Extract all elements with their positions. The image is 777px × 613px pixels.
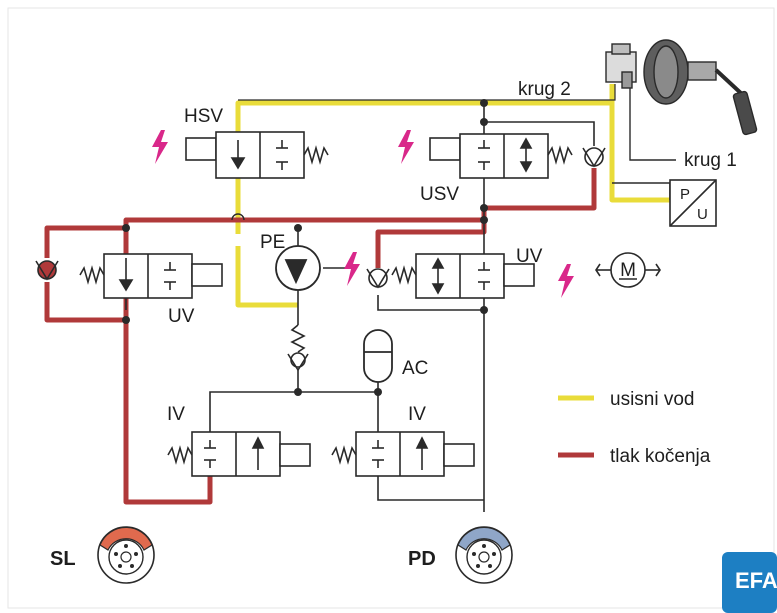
- krug1-pointer: [629, 88, 676, 161]
- krug2-label: krug 2: [518, 79, 571, 100]
- corner-badge: EFA: [722, 552, 777, 613]
- corner-badge-text: EFA: [735, 568, 777, 593]
- usv-label: USV: [420, 184, 459, 205]
- ac-label: AC: [402, 358, 428, 379]
- line-crossover: [231, 213, 245, 221]
- junction-dots: [122, 99, 488, 396]
- krug1-label: krug 1: [684, 150, 737, 171]
- pd-label: PD: [408, 548, 436, 570]
- uv-check-valve-left: [35, 260, 59, 281]
- uv-valve-left: [79, 253, 223, 299]
- sensor-p-label: P: [680, 186, 690, 203]
- legend: usisni vod tlak kočenja: [558, 389, 711, 467]
- usv-check-valve: [582, 147, 606, 168]
- hsv-valve: [185, 131, 329, 179]
- ac-accumulator: [363, 329, 393, 383]
- motor-label: M: [620, 260, 636, 281]
- pressure-sensor-icon: [669, 179, 717, 227]
- iv-left-label: IV: [167, 404, 185, 425]
- sl-label: SL: [50, 548, 76, 570]
- iv-right-label: IV: [408, 404, 426, 425]
- pe-label: PE: [260, 232, 285, 253]
- uv-valve-right: [391, 253, 535, 299]
- iv-valve-right: [331, 431, 475, 477]
- lightning-bolt-icon: [344, 252, 360, 286]
- pe-pump: [275, 245, 321, 291]
- lightning-bolt-icon: [398, 130, 414, 164]
- wheel-brake-icon: [455, 526, 513, 584]
- brake-pressure-lines: [44, 168, 597, 505]
- suction-lines: [235, 84, 670, 308]
- hsv-label: HSV: [184, 106, 223, 127]
- legend-label-suction: usisni vod: [610, 389, 695, 410]
- uv-check-valve-right: [366, 268, 390, 289]
- brake-booster-pedal-icon: [605, 39, 758, 136]
- motor-icon: [595, 252, 661, 288]
- pump-check-valve: [287, 324, 309, 372]
- sensor-u-label: U: [697, 206, 708, 223]
- frame-border: [7, 7, 775, 609]
- lightning-bolt-icon: [558, 264, 574, 298]
- wheel-brake-icon: [97, 526, 155, 584]
- suction-lines-outline: [238, 84, 616, 101]
- usv-valve: [429, 133, 573, 179]
- uv-left-label: UV: [168, 306, 195, 327]
- lightning-bolt-icon: [152, 130, 168, 164]
- uv-right-label: UV: [516, 246, 543, 267]
- legend-label-brake-pressure: tlak kočenja: [610, 446, 711, 467]
- iv-valve-left: [167, 431, 311, 477]
